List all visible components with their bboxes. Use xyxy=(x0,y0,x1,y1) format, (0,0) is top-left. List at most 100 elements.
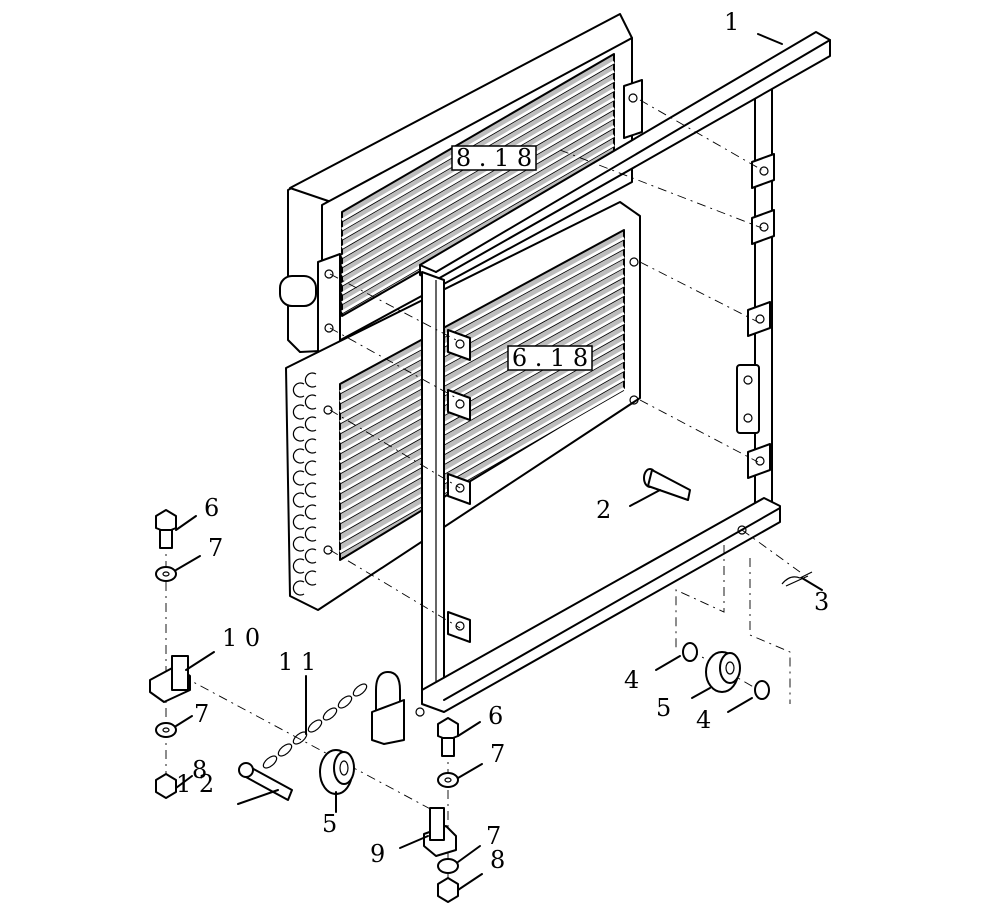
callout-7-top-left: 7 xyxy=(208,534,223,562)
condenser-fin-edge xyxy=(339,296,625,455)
u-bend xyxy=(292,382,305,398)
u-bend xyxy=(292,448,305,464)
condenser-fin xyxy=(339,255,625,414)
condenser-fin xyxy=(339,293,625,454)
chain-link xyxy=(352,683,368,697)
front-bracket-hole xyxy=(455,483,465,493)
frame-rear-brackets xyxy=(747,153,775,479)
condenser-fin-edge xyxy=(339,277,625,435)
upper-fin-edge xyxy=(341,137,615,296)
condenser-fin xyxy=(339,349,625,514)
callout-numbers: 1 2 3 4 4 5 5 6 6 7 7 7 7 8 8 9 1 0 1 1 … xyxy=(176,8,829,874)
callout-4-upper: 4 xyxy=(624,666,639,694)
u-bend xyxy=(292,470,305,486)
callout-6-left: 6 xyxy=(204,494,219,522)
callout-11: 1 1 xyxy=(278,648,316,676)
chain-link xyxy=(277,743,293,757)
u-bend xyxy=(304,394,317,410)
callout-10: 1 0 xyxy=(222,624,260,652)
chain-link xyxy=(322,707,338,721)
roller-part-5-upper xyxy=(705,651,741,693)
nut-part-8-right xyxy=(437,877,459,903)
condenser-fin xyxy=(339,274,625,434)
upper-fin xyxy=(341,125,615,286)
callout-2: 2 xyxy=(596,496,611,524)
u-bend xyxy=(304,526,317,542)
u-bend xyxy=(304,460,317,476)
ref-box-lower-condenser: 6 . 1 8 xyxy=(507,344,593,372)
callout-7-bottom-right: 7 xyxy=(486,822,501,850)
u-bend xyxy=(304,504,317,520)
rear-bracket xyxy=(747,443,771,479)
condenser-fin-edge xyxy=(339,286,625,445)
upper-fin-edge xyxy=(341,63,615,223)
cotter-pin-part-3 xyxy=(781,571,813,587)
ref-label-upper: 8 . 1 8 xyxy=(456,144,532,172)
callout-3: 3 xyxy=(814,588,829,616)
front-bracket xyxy=(447,473,471,505)
upper-fin xyxy=(341,143,615,305)
callout-8-left: 8 xyxy=(192,756,207,784)
u-bend xyxy=(292,426,305,442)
condenser-fin-edge xyxy=(339,305,625,465)
callout-5-right: 5 xyxy=(656,694,671,722)
callout-12: 1 2 xyxy=(176,770,214,798)
ref-box-upper-radiator: 8 . 1 8 xyxy=(451,144,537,172)
u-bend xyxy=(292,404,305,420)
upper-fin-edge xyxy=(341,100,615,260)
condenser-fin-edge xyxy=(339,361,625,525)
frame-front-brackets xyxy=(447,329,471,643)
callout-5-left: 5 xyxy=(322,810,337,838)
upper-fin xyxy=(341,134,615,295)
support-frame xyxy=(371,31,831,745)
condenser-u-bends xyxy=(292,372,317,596)
condenser-fin-edge xyxy=(339,380,625,545)
pin-part-2 xyxy=(643,468,691,501)
condenser-fin-edge xyxy=(339,371,625,535)
front-bracket xyxy=(447,329,471,361)
u-bend xyxy=(292,536,305,552)
bolt-part-6-left xyxy=(155,509,177,549)
condenser-fin xyxy=(339,368,625,534)
rear-bracket xyxy=(751,209,775,245)
callout-4-lower: 4 xyxy=(696,706,711,734)
callout-6-right: 6 xyxy=(488,702,503,730)
rear-bracket-hole xyxy=(759,166,769,176)
pin-part-12 xyxy=(238,762,293,801)
u-bend xyxy=(304,482,317,498)
front-bracket-hole xyxy=(455,339,465,349)
front-bracket xyxy=(447,389,471,421)
rear-bracket xyxy=(747,301,771,337)
chain-part-11 xyxy=(262,683,368,769)
condenser-fins xyxy=(339,236,625,555)
condenser-fin xyxy=(339,311,625,474)
roller-part-5-lower xyxy=(319,749,355,795)
condenser-fin xyxy=(339,264,625,424)
rear-bracket xyxy=(751,153,775,189)
condenser-fin-edge xyxy=(339,267,625,425)
u-bend xyxy=(304,438,317,454)
upper-fin-edge xyxy=(341,118,615,278)
callout-7-mid-left: 7 xyxy=(194,700,209,728)
condenser-fin-edge xyxy=(339,390,625,555)
upper-fin xyxy=(341,115,615,277)
upper-fin-edge xyxy=(341,146,615,306)
rear-bracket-hole xyxy=(755,314,765,324)
condenser-fin xyxy=(339,283,625,444)
callout-1: 1 xyxy=(724,8,739,36)
u-bend xyxy=(304,372,317,388)
u-bend xyxy=(292,514,305,530)
leader-lines xyxy=(175,33,823,891)
condenser-fin-edge xyxy=(339,258,625,415)
condenser-fin xyxy=(339,246,625,404)
condenser-fin-edge xyxy=(339,239,625,395)
u-bend xyxy=(292,492,305,508)
upper-fin-edge xyxy=(341,128,615,287)
callout-8-right: 8 xyxy=(490,846,505,874)
assembly-center-lines xyxy=(165,99,801,880)
condenser-fin xyxy=(339,377,625,544)
chain-link xyxy=(337,695,353,709)
condenser-fin-edge xyxy=(339,249,625,405)
